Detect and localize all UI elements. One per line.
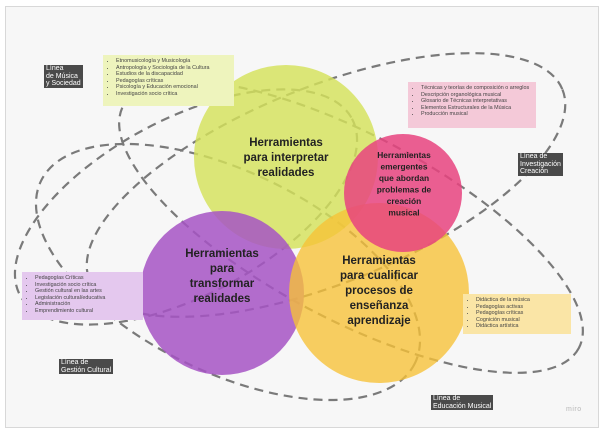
tag-line: Gestión Cultural xyxy=(61,366,112,374)
label-transformar: Herramientas para transformar realidades xyxy=(185,248,259,305)
list-item: Estudios de la discapacidad xyxy=(116,71,230,78)
label-interpretar: Herramientas para interpretar realidades xyxy=(243,137,329,179)
note-interpretar: Etnomusicología y MusicologíaAntropologí… xyxy=(103,55,234,106)
list-item: Elementos Estructurales de la Música xyxy=(421,105,532,112)
diagram-canvas: Herramientas para interpretar realidades H… xyxy=(5,6,599,428)
label-emergentes-line: problemas de xyxy=(377,185,432,195)
tag-line: de Música xyxy=(46,72,78,80)
label-interpretar-line: Herramientas xyxy=(249,137,323,149)
note-emergentes: Técnicas y teorías de composición o arre… xyxy=(408,82,536,128)
list-item: Producción musical xyxy=(421,111,532,118)
label-cualificar-line: enseñanza xyxy=(350,300,409,312)
venn-diagram: Herramientas para interpretar realidades H… xyxy=(13,52,584,402)
note-interpretar-list: Etnomusicología y MusicologíaAntropologí… xyxy=(107,58,230,98)
label-transformar-line: realidades xyxy=(194,293,251,305)
label-cualificar-line: aprendizaje xyxy=(347,315,410,327)
list-item: Pedagogías Críticas xyxy=(35,275,139,282)
tag-line: Línea de xyxy=(520,153,548,160)
note-cualificar: Didáctica de la músicaPedagogías activas… xyxy=(463,294,571,334)
tag-line: Creación xyxy=(520,168,549,176)
label-cualificar-line: Herramientas xyxy=(342,255,416,267)
list-item: Antropología y Sociología de la Cultura xyxy=(116,65,230,72)
tag-line: Línea xyxy=(46,65,64,72)
label-emergentes-line: Herramientas xyxy=(377,150,431,160)
list-item: Legislación cultural/educativa xyxy=(35,295,139,302)
list-item: Didáctica de la música xyxy=(476,297,567,304)
label-cualificar: Herramientas para cualificar procesos de en… xyxy=(340,255,419,327)
list-item: Psicología y Educación emocional xyxy=(116,84,230,91)
note-transformar-list: Pedagogías CríticasInvestigación socio c… xyxy=(26,275,139,315)
circle-emergentes xyxy=(344,134,462,252)
label-transformar-line: Herramientas xyxy=(185,248,259,260)
list-item: Pedagogías activas xyxy=(476,304,567,311)
label-emergentes-line: emergentes xyxy=(380,162,427,172)
tag-line: Línea de xyxy=(61,359,89,366)
note-emergentes-list: Técnicas y teorías de composición o arre… xyxy=(412,85,532,118)
list-item: Didáctica artística xyxy=(476,323,567,330)
tag-line: y Sociedad xyxy=(46,80,81,88)
label-emergentes-line: musical xyxy=(388,208,419,218)
list-item: Cognición musical xyxy=(476,317,567,324)
label-cualificar-line: para cualificar xyxy=(340,270,419,282)
note-transformar: Pedagogías CríticasInvestigación socio c… xyxy=(22,272,143,320)
label-transformar-line: para xyxy=(210,263,235,275)
list-item: Técnicas y teorías de composición o arre… xyxy=(421,85,532,92)
note-cualificar-list: Didáctica de la músicaPedagogías activas… xyxy=(467,297,567,330)
label-transformar-line: transformar xyxy=(190,278,255,290)
list-item: Pedagogías críticas xyxy=(476,310,567,317)
list-item: Descripción organológica musical xyxy=(421,92,532,99)
list-item: Glosario de Técnicas interpretativas xyxy=(421,98,532,105)
tag-line: Línea de xyxy=(433,395,461,402)
circle-transformar xyxy=(140,211,304,375)
label-interpretar-line: realidades xyxy=(258,167,315,179)
tag-line: Educación Musical xyxy=(433,402,492,410)
label-emergentes-line: creación xyxy=(387,196,421,206)
tag-line: Investigación xyxy=(520,160,561,168)
watermark: miro xyxy=(566,406,582,413)
list-item: Administración xyxy=(35,301,139,308)
list-item: Investigación socio crítica xyxy=(116,91,230,98)
label-emergentes-line: que abordan xyxy=(379,173,429,183)
list-item: Emprendimiento cultural xyxy=(35,308,139,315)
list-item: Etnomusicología y Musicología xyxy=(116,58,230,65)
label-cualificar-line: procesos de xyxy=(345,285,413,297)
circle-interpretar xyxy=(194,65,378,249)
label-interpretar-line: para interpretar xyxy=(243,152,329,164)
list-item: Investigación socio crítica xyxy=(35,282,139,289)
list-item: Gestión cultural en las artes xyxy=(35,288,139,295)
list-item: Pedagogías críticas xyxy=(116,78,230,85)
